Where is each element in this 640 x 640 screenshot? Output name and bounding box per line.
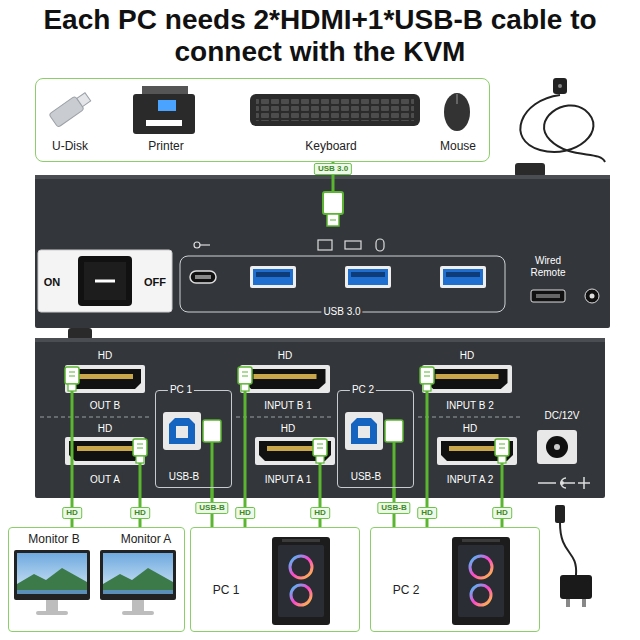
device-label: Keyboard (305, 139, 356, 153)
cable-tag: HD (492, 507, 512, 519)
device-label: Mouse (440, 139, 476, 153)
cable-tag: HD (417, 507, 437, 519)
port-label: INPUT A 2 (445, 474, 496, 486)
port-label: HD (96, 350, 114, 362)
port-label: Wired Remote (522, 255, 574, 279)
front-panel: ON OFF USB 3.0 Wired Remote (35, 175, 610, 328)
keyboard-icon (250, 94, 420, 126)
pc-port-group: PC 2USB-B (337, 390, 414, 488)
device-label: Printer (148, 139, 183, 153)
power-adapter-icon (555, 505, 592, 607)
cable-tag: USB-B (377, 502, 410, 514)
peripheral-group: U-Disk Printer Keyboard Mouse (35, 78, 490, 162)
cable-tag: HD (130, 507, 150, 519)
monitor-box: Monitor B Monitor A (8, 527, 185, 632)
cable-tag: USB-B (195, 502, 228, 514)
port-label: USB-B (349, 471, 384, 483)
cable-tag: HD (235, 507, 255, 519)
monitor-icons (14, 550, 176, 615)
port-label: INPUT B 2 (444, 400, 496, 412)
pc-tower-icons (272, 537, 510, 625)
printer-icon (133, 86, 195, 134)
port-label: OUT B (88, 400, 122, 412)
cable-tag: HD (62, 507, 82, 519)
port-label: DC/12V (542, 410, 581, 422)
port-label: HD (279, 423, 297, 435)
port-label: USB 3.0 (321, 306, 362, 318)
cable-tag: USB 3.0 (314, 163, 352, 175)
title: Each PC needs 2*HDMI+1*USB-B cable to co… (5, 4, 635, 68)
port-label: HD (458, 350, 476, 362)
pc-box: PC 1 (190, 527, 360, 632)
port-label: HD (461, 423, 479, 435)
port-label: INPUT B 1 (262, 400, 314, 412)
mouse-icon (444, 93, 470, 131)
group-title: PC 2 (350, 384, 376, 396)
u-disk-icon (49, 90, 93, 127)
device-label: Monitor B (28, 532, 79, 546)
switch-label: OFF (144, 276, 166, 289)
device-label: U-Disk (52, 139, 88, 153)
power-cord-icon (520, 78, 605, 162)
back-panel: HD OUT B HD OUT A HD INPUT B 1 HD INPUT A 1 HD IN… (35, 338, 605, 498)
port-label: HD (96, 423, 114, 435)
switch-label: ON (44, 276, 61, 289)
device-label: PC 2 (393, 583, 420, 597)
pc-box: PC 2 (370, 527, 540, 632)
port-label: INPUT A 1 (263, 474, 314, 486)
group-title: PC 1 (168, 384, 194, 396)
device-label: PC 1 (213, 583, 240, 597)
port-label: HD (276, 350, 294, 362)
pc-port-group: PC 1USB-B (155, 390, 232, 488)
device-label: Monitor A (121, 532, 172, 546)
cable-tag: HD (310, 507, 330, 519)
port-label: USB-B (167, 471, 202, 483)
port-label: OUT A (88, 474, 122, 486)
back-panel-body (35, 328, 605, 498)
front-panel-body (35, 163, 610, 328)
